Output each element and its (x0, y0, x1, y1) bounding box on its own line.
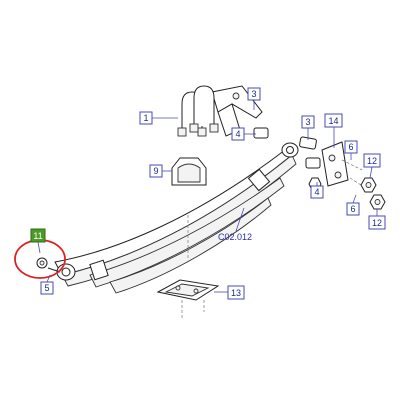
rear-shackle (281, 136, 373, 193)
callout-9-label: 9 (153, 166, 158, 176)
leader-lines (37, 100, 378, 293)
callout-14-label: 14 (328, 116, 338, 126)
callout-1[interactable]: 1 (139, 111, 153, 125)
callout-5-label: 5 (44, 283, 49, 293)
callout-13-label: 13 (231, 288, 241, 298)
axle-seat (171, 157, 207, 186)
leaf-spring (54, 149, 297, 294)
callout-4-top-label: 4 (235, 129, 240, 139)
callout-14[interactable]: 14 (324, 113, 343, 128)
callout-11-label: 11 (33, 231, 42, 241)
callout-12-top-label: 12 (367, 156, 377, 166)
callout-3-top[interactable]: 3 (247, 87, 261, 101)
callout-3-top-label: 3 (251, 89, 256, 99)
callout-11[interactable]: 11 (30, 228, 46, 243)
diagram-code: C02.012 (218, 232, 252, 242)
callout-6-top[interactable]: 6 (344, 140, 358, 154)
callout-12-bottom-label: 12 (372, 218, 382, 228)
callout-5[interactable]: 5 (40, 281, 54, 295)
callout-12-top[interactable]: 12 (363, 153, 381, 168)
callout-3-right-label: 3 (305, 117, 310, 127)
lower-plate (156, 279, 220, 318)
callout-6-top-label: 6 (348, 142, 353, 152)
callout-4-top[interactable]: 4 (231, 127, 245, 141)
callout-6-bottom[interactable]: 6 (346, 202, 360, 216)
nuts (308, 177, 386, 210)
u-bolt (177, 85, 219, 137)
callout-4-bottom-label: 4 (314, 187, 319, 197)
callout-12-bottom[interactable]: 12 (368, 215, 386, 230)
callout-13[interactable]: 13 (227, 285, 245, 300)
callout-6-bottom-label: 6 (350, 204, 355, 214)
callout-3-right[interactable]: 3 (301, 115, 315, 129)
callout-4-bottom[interactable]: 4 (310, 185, 324, 199)
callout-1-label: 1 (143, 113, 148, 123)
callout-9[interactable]: 9 (149, 164, 163, 178)
